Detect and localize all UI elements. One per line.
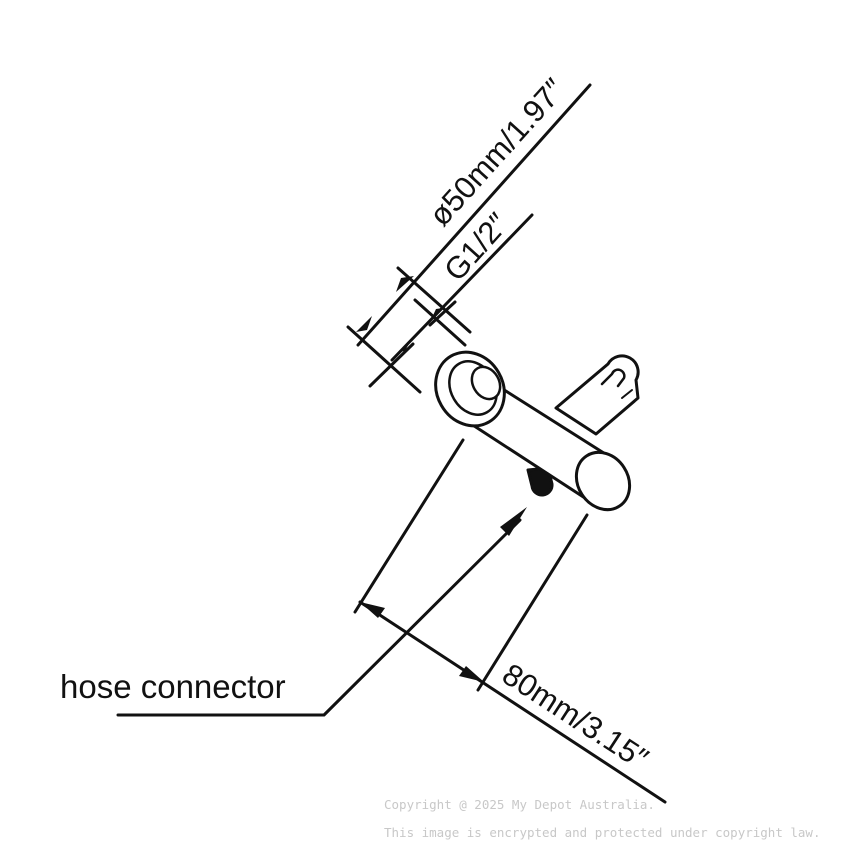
- flange-neck: [470, 365, 502, 401]
- tick-mark: [428, 300, 457, 327]
- watermark-copyright: Copyright @ 2025 My Depot Australia.: [384, 797, 655, 812]
- arrowhead: [459, 666, 484, 682]
- watermark-notice: This image is encrypted and protected un…: [384, 825, 821, 840]
- dimension-label-length: 80mm/3.15″: [496, 657, 654, 777]
- extension-line: [356, 83, 592, 347]
- tick-mark: [346, 325, 422, 394]
- outlet-nub: [526, 466, 554, 497]
- arrowhead: [356, 316, 372, 332]
- dimension-thread: [390, 213, 534, 362]
- extension-line: [353, 438, 465, 614]
- callout-leader: [116, 518, 522, 717]
- cylinder-end-cap: [574, 450, 632, 512]
- arrowhead: [398, 338, 412, 352]
- dimension-length: [353, 438, 667, 804]
- extension-line: [390, 213, 534, 362]
- arrowhead: [500, 507, 527, 536]
- tick-mark: [413, 298, 467, 347]
- hose-fitting: [434, 350, 640, 512]
- extension-line: [476, 513, 589, 692]
- arrowhead: [396, 276, 414, 292]
- arrowhead: [430, 308, 443, 322]
- bracket-slot: [600, 368, 626, 388]
- tick-mark: [368, 342, 415, 388]
- dimension-label-diameter: ø50mm/1.97″: [422, 72, 572, 233]
- dimension-line: [358, 600, 667, 804]
- arrowhead: [360, 602, 385, 618]
- mounting-bracket: [554, 354, 640, 436]
- callout-label: hose connector: [60, 668, 286, 705]
